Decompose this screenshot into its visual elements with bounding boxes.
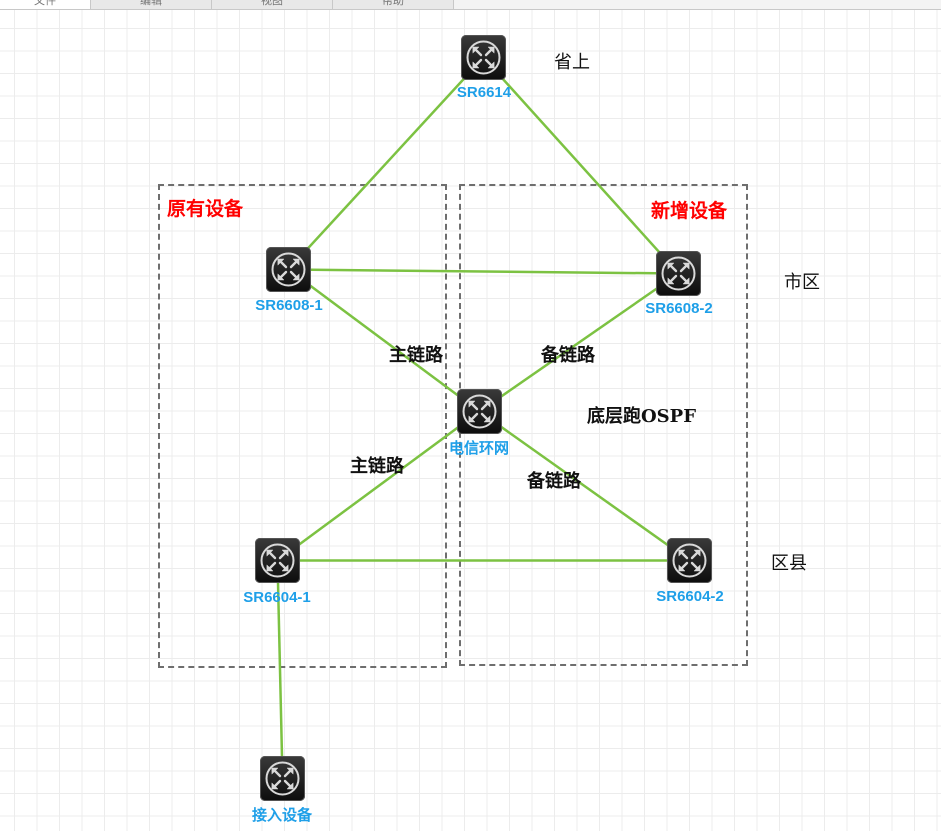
router-icon [462, 394, 497, 429]
link-label-primary-upper: 主链路 [389, 345, 443, 366]
device-telecom-ring[interactable] [457, 389, 502, 434]
tab-help[interactable]: 帮助 [333, 0, 454, 9]
router-icon [466, 40, 501, 75]
link-label-backup-upper: 备链路 [541, 345, 595, 366]
link-sr6608_1-telecom_ring[interactable] [287, 268, 481, 413]
link-sr6604_1-access[interactable] [276, 560, 284, 779]
device-label-access: 接入设备 [251, 806, 313, 824]
device-label-sr6604-2: SR6604-2 [656, 588, 724, 605]
group-existing-devices[interactable] [158, 184, 447, 668]
level-label-county: 区县 [771, 553, 807, 574]
device-sr6608-2[interactable] [656, 251, 701, 296]
device-sr6604-2[interactable] [667, 538, 712, 583]
link-sr6614-sr6608_1[interactable] [287, 56, 485, 271]
link-telecom_ring-sr6604_1[interactable] [276, 410, 481, 562]
link-sr6608_2-telecom_ring[interactable] [478, 272, 680, 413]
link-label-primary-lower: 主链路 [350, 456, 404, 477]
group-existing-title: 原有设备 [167, 198, 244, 220]
device-sr6614[interactable] [461, 35, 506, 80]
tab-view[interactable]: 视图 [212, 0, 333, 9]
device-label-sr6608-1: SR6608-1 [255, 297, 323, 314]
device-label-sr6614: SR6614 [456, 84, 512, 101]
link-label-backup-lower: 备链路 [527, 471, 581, 492]
link-sr6608_1-sr6608_2[interactable] [288, 268, 679, 275]
tab-file[interactable]: 文件 [0, 0, 91, 9]
router-icon [661, 256, 696, 291]
device-label-sr6604-1: SR6604-1 [243, 589, 311, 606]
router-icon [265, 761, 300, 796]
group-new-title: 新增设备 [651, 200, 728, 222]
level-label-city: 市区 [784, 272, 820, 293]
device-label-telecom-ring: 电信环网 [448, 439, 510, 457]
device-sr6604-1[interactable] [255, 538, 300, 583]
router-icon [271, 252, 306, 287]
tab-bar: 文件 编辑 视图 帮助 [0, 0, 941, 10]
router-icon [260, 543, 295, 578]
link-telecom_ring-sr6604_2[interactable] [478, 410, 691, 562]
link-sr6614-sr6608_2[interactable] [482, 56, 680, 275]
tab-edit[interactable]: 编辑 [91, 0, 212, 9]
device-access[interactable] [260, 756, 305, 801]
device-label-sr6608-2: SR6608-2 [645, 300, 713, 317]
router-icon [672, 543, 707, 578]
level-label-province: 省上 [554, 52, 590, 73]
device-sr6608-1[interactable] [266, 247, 311, 292]
underlay-protocol-note: 底层跑OSPF [587, 406, 696, 427]
